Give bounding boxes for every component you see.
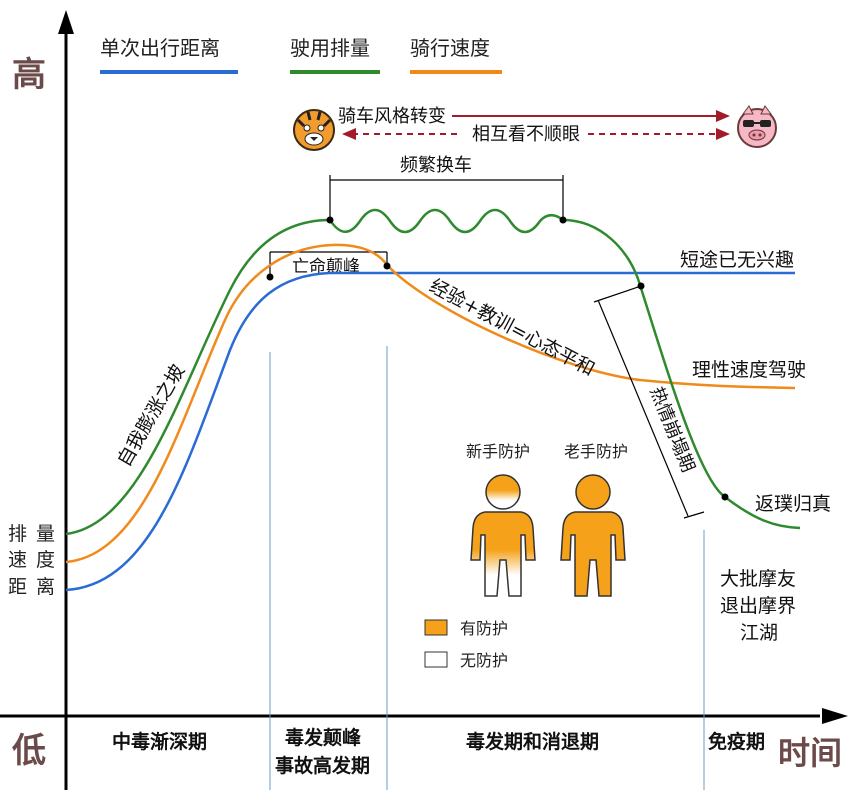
phase-2b-label: 事故高发期	[275, 754, 370, 777]
mutual-arrowhead-right	[716, 128, 730, 140]
peak-label-bg	[288, 254, 368, 276]
curve-speed	[65, 243, 796, 564]
legend-label-displacement: 驶用排量	[290, 36, 370, 60]
marker-return	[721, 493, 729, 501]
y-left-label-1: 排	[8, 523, 27, 545]
curve-markers	[266, 216, 729, 501]
legend-label-speed: 骑行速度	[410, 36, 490, 60]
y-left-labels: 排 量 速 度 距 离	[8, 523, 55, 598]
retire-line-3: 江湖	[740, 622, 778, 644]
frequent-change-label: 频繁换车	[400, 155, 472, 176]
curve-displacement	[65, 208, 801, 536]
x-axis-label: 时间	[778, 734, 842, 772]
y-axis-arrow	[58, 10, 74, 34]
phase-2a-label: 毒发颠峰	[285, 726, 362, 749]
retire-line-1: 大批摩友	[720, 568, 796, 590]
tiger-icon	[293, 109, 335, 151]
legend: 单次出行距离 驶用排量 骑行速度	[100, 36, 502, 74]
no-protection-label: 无防护	[460, 651, 508, 670]
y-left-label-4: 度	[36, 549, 55, 571]
rational-speed-label: 理性速度驾驶	[692, 359, 806, 381]
y-left-label-5: 距	[8, 576, 27, 598]
phase-dividers	[269, 346, 705, 790]
no-protection-swatch	[424, 651, 448, 668]
y-left-label-3: 速	[8, 549, 27, 571]
veteran-figure	[560, 474, 626, 597]
novice-figure	[470, 474, 536, 597]
style-change-arrowhead	[716, 110, 730, 122]
marker-peak-start	[326, 216, 334, 224]
marker-speed-peak-end	[383, 262, 391, 270]
frequent-change-bracket	[329, 175, 564, 220]
pig-icon	[737, 105, 777, 148]
y-low-label: 低	[12, 731, 46, 771]
has-protection-label: 有防护	[460, 619, 508, 638]
return-label: 返璞归真	[755, 493, 831, 515]
collapse-bracket	[593, 285, 705, 519]
curve-distance	[65, 271, 795, 592]
y-left-label-2: 量	[36, 523, 55, 545]
mutual-label: 相互看不顺眼	[472, 124, 580, 145]
marker-peak-end	[559, 216, 567, 224]
short-trip-label: 短途已无兴趣	[680, 249, 794, 271]
y-high-label: 高	[12, 55, 46, 95]
x-axis-arrow	[822, 708, 848, 724]
marker-speed-peak-start	[266, 273, 274, 281]
legend-label-distance: 单次出行距离	[100, 36, 220, 60]
mutual-arrowhead-left	[342, 128, 356, 140]
phase-1-label: 中毒渐深期	[112, 730, 207, 753]
veteran-label: 老手防护	[564, 442, 628, 461]
y-left-label-6: 离	[36, 576, 55, 598]
phase-4-label: 免疫期	[708, 730, 765, 753]
has-protection-swatch	[424, 619, 448, 636]
passion-collapse-label: 热情崩塌期	[645, 384, 698, 475]
retire-line-2: 退出摩界	[720, 595, 796, 617]
novice-label: 新手防护	[466, 442, 530, 461]
phase-3-label: 毒发期和消退期	[466, 730, 599, 753]
experience-label: 经验+教训=心态平和	[426, 275, 599, 381]
style-change-label: 骑车风格转变	[338, 106, 446, 127]
